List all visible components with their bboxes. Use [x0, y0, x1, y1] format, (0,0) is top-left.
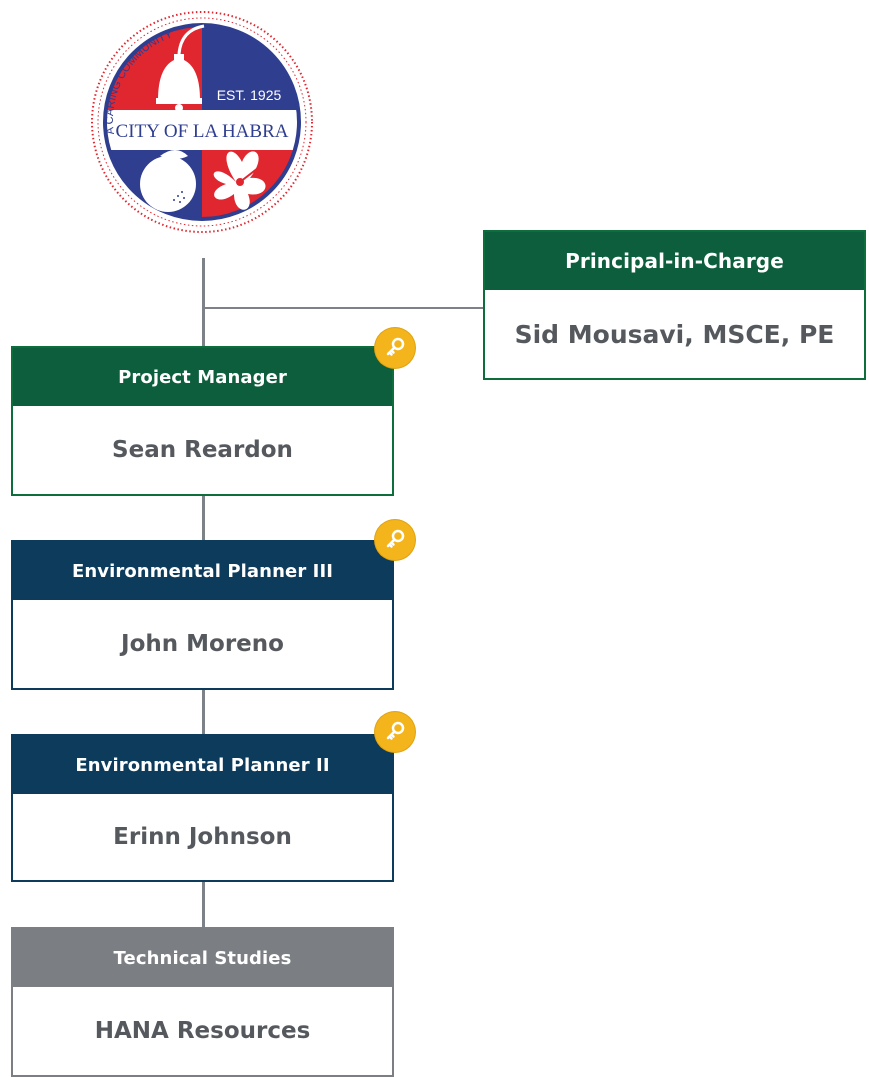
- planner-iii-card: Environmental Planner III John Moreno: [11, 540, 394, 690]
- connector-planner3-to-planner2: [202, 690, 205, 734]
- key-icon: [375, 328, 415, 368]
- key-icon: [375, 520, 415, 560]
- technical-role: Technical Studies: [13, 929, 392, 987]
- technical-card: Technical Studies HANA Resources: [11, 927, 394, 1077]
- technical-name: HANA Resources: [94, 1018, 311, 1044]
- seal-est-text: EST. 1925: [217, 87, 282, 103]
- principal-card: Principal-in-Charge Sid Mousavi, MSCE, P…: [483, 230, 866, 380]
- connector-planner2-to-technical: [202, 882, 205, 927]
- planner-iii-name: John Moreno: [121, 631, 284, 657]
- city-seal-logo: EST. 1925 CITY OF LA HABRA A CARING COMM…: [91, 11, 313, 233]
- project-manager-card: Project Manager Sean Reardon: [11, 346, 394, 496]
- project-manager-role: Project Manager: [13, 348, 392, 406]
- connector-to-principal: [202, 307, 485, 309]
- connector-manager-to-planner3: [202, 496, 205, 540]
- planner-ii-card: Environmental Planner II Erinn Johnson: [11, 734, 394, 882]
- planner-ii-role: Environmental Planner II: [13, 736, 392, 794]
- principal-name: Sid Mousavi, MSCE, PE: [514, 319, 835, 349]
- planner-ii-name: Erinn Johnson: [113, 824, 292, 850]
- project-manager-name: Sean Reardon: [112, 437, 293, 463]
- connector-logo-to-manager: [202, 258, 205, 346]
- seal-city-text: CITY OF LA HABRA: [116, 121, 289, 142]
- planner-iii-role: Environmental Planner III: [13, 542, 392, 600]
- principal-role: Principal-in-Charge: [485, 232, 864, 290]
- key-icon: [375, 712, 415, 752]
